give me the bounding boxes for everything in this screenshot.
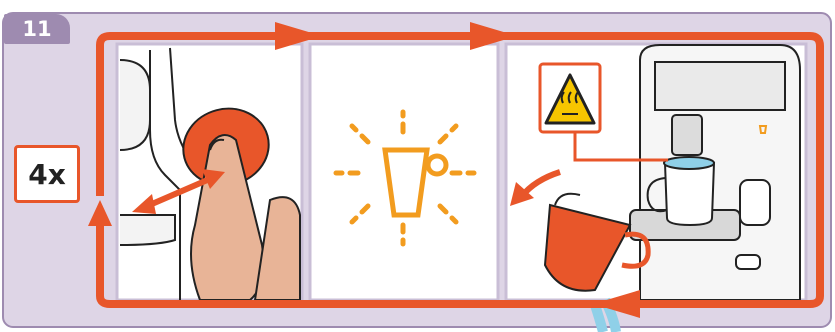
hot-surface-warning-icon	[540, 64, 600, 132]
step-number: 11	[22, 17, 51, 41]
repeat-count-label: 4x	[28, 158, 66, 191]
repeat-count-box: 4x	[14, 145, 80, 203]
coffee-machine-illustration	[630, 45, 800, 300]
step-number-badge: 11	[4, 14, 70, 44]
